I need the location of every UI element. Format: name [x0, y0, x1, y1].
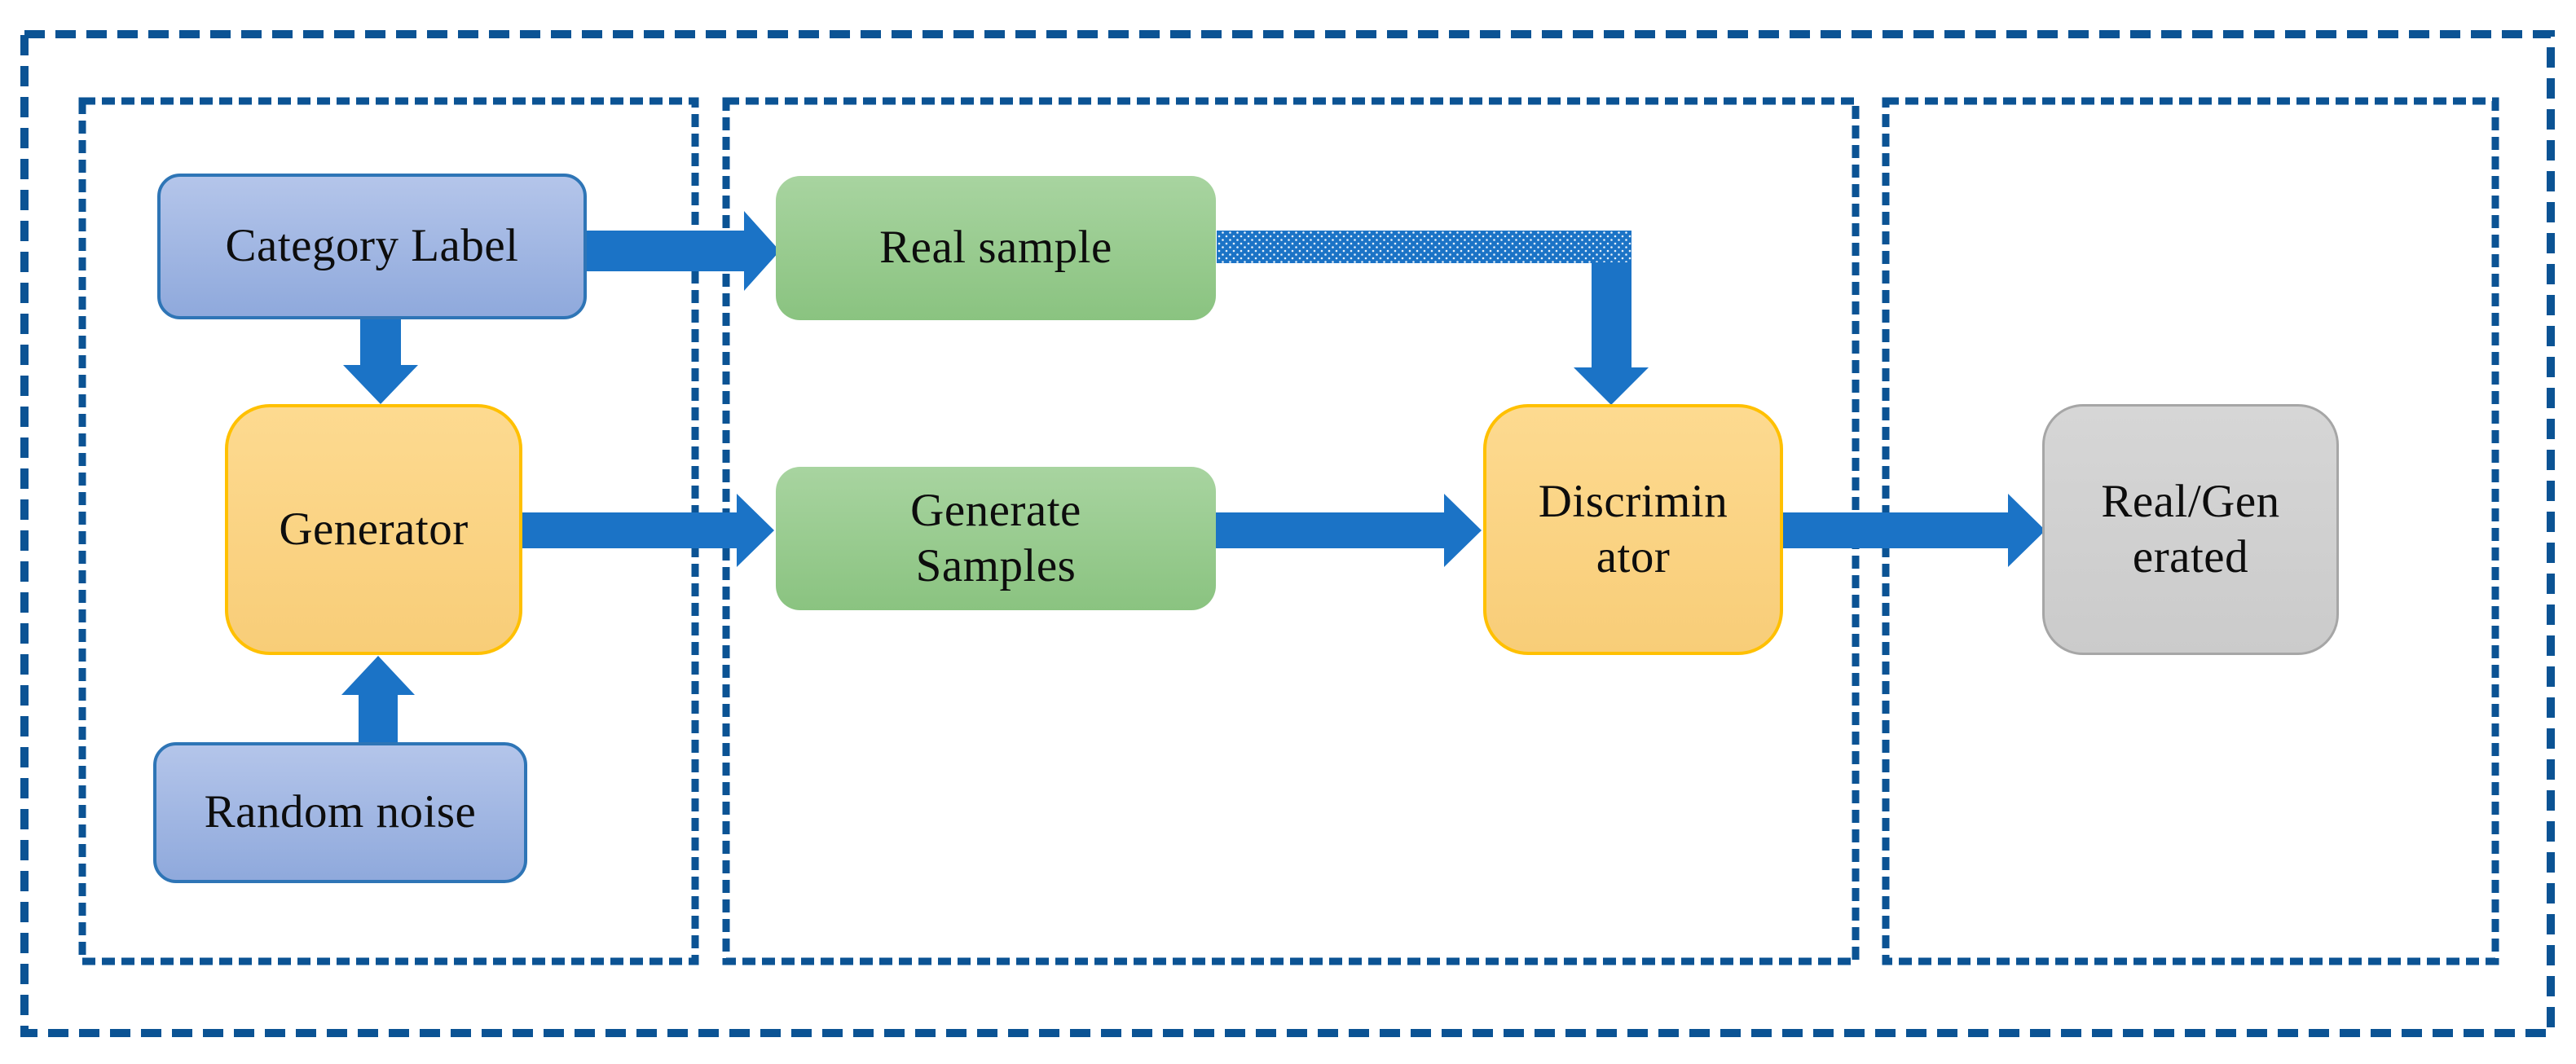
- node-label: Discrimin: [1538, 475, 1728, 527]
- node-real-sample: Real sample: [776, 176, 1216, 320]
- node-random-noise: Random noise: [153, 742, 527, 883]
- node-real-generated: Real/Gen erated: [2042, 404, 2339, 655]
- node-label: erated: [2132, 531, 2249, 583]
- arrow-noise-to-generator: [341, 656, 415, 744]
- node-label: Generator: [279, 503, 469, 555]
- node-label: Random noise: [204, 786, 477, 838]
- arrow-category-to-realsample: [585, 211, 780, 291]
- arrow-realsample-to-discriminator: [1217, 231, 1649, 405]
- arrow-generator-to-gensamples: [522, 494, 774, 567]
- node-generator: Generator: [225, 404, 522, 655]
- node-label: Generate: [910, 484, 1081, 536]
- node-generate-samples: Generate Samples: [776, 467, 1216, 610]
- arrow-discriminator-to-output: [1783, 494, 2045, 567]
- node-label: ator: [1596, 531, 1671, 583]
- node-label: Real sample: [879, 222, 1112, 274]
- arrow-gensamples-to-discriminator: [1216, 494, 1482, 567]
- node-label: Real/Gen: [2101, 475, 2280, 527]
- arrow-category-to-generator: [343, 318, 418, 404]
- arrow-dotted-segment: [1217, 231, 1631, 263]
- arrow-vertical-segment: [1592, 262, 1631, 369]
- outer-dashed-frame: [20, 30, 2555, 1037]
- node-label: Samples: [915, 540, 1077, 591]
- arrow-head-down: [1574, 367, 1649, 405]
- node-discriminator: Discrimin ator: [1483, 404, 1783, 655]
- node-label: Category Label: [225, 220, 519, 272]
- node-category-label: Category Label: [157, 174, 587, 319]
